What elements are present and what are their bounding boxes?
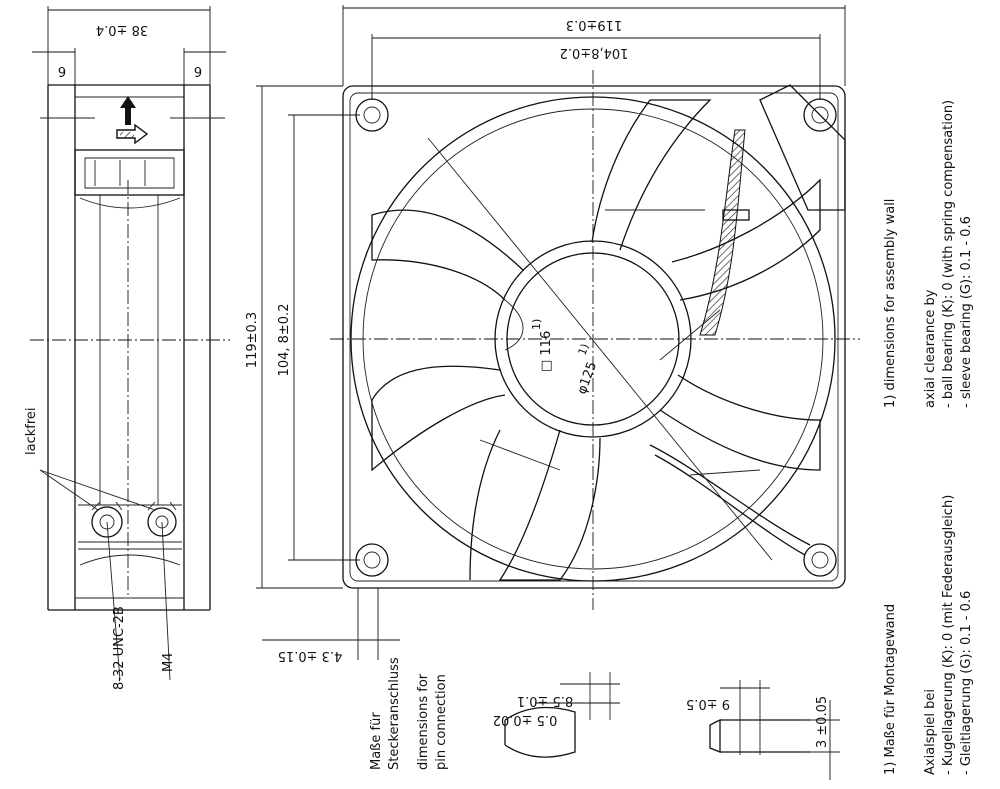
note-en-line-1: 1) dimensions for assembly wall xyxy=(883,199,898,408)
square-note-label: 1) xyxy=(530,319,543,330)
note-de-line-1: 1) Maße für Montagewand xyxy=(883,604,898,775)
overall-height-label: 119±0.3 xyxy=(245,312,260,368)
pin-dim-b-label: 0.5 ±0.02 xyxy=(493,712,558,727)
pin-offset-label: 4.3 ±0.15 xyxy=(278,648,343,663)
fan-frame xyxy=(342,85,846,589)
note-de-line-2: Axialspiel bei xyxy=(923,689,938,775)
lead-cable xyxy=(699,129,746,336)
note-de-line-4: - Gleitlagerung (G): 0.1 - 0.6 xyxy=(959,591,974,775)
diameter-leader xyxy=(427,137,773,561)
pin-dim-a-label: 8.5 ±0.1 xyxy=(517,693,573,708)
pin-label-en-1: dimensions for xyxy=(416,673,431,770)
threaded-insert-left xyxy=(91,501,123,538)
front-view xyxy=(256,5,860,660)
pin-label-en-2: pin connection xyxy=(434,674,449,770)
cable-tie xyxy=(722,209,750,221)
mounting-hole-bottom-left xyxy=(355,543,389,577)
lackfrei-label: lackfrei xyxy=(24,408,39,456)
thread-spec-label: 8-32 UNC-2B xyxy=(112,606,127,690)
metric-thread-label: M4 xyxy=(161,653,176,673)
flange-right-label: 6 xyxy=(194,63,202,78)
hole-spacing-height-label: 104, 8±0.2 xyxy=(277,304,292,377)
diameter-label: φ125 xyxy=(575,360,601,397)
mounting-hole-bottom-right xyxy=(803,543,837,577)
fan-blades xyxy=(371,99,821,581)
diameter-note-label: 1) xyxy=(576,342,592,357)
overall-width-label: 119±0.3 xyxy=(566,17,622,32)
note-en-line-2: axial clearance by xyxy=(923,289,938,408)
note-en-line-3: - ball bearing (K): 0 (with spring compe… xyxy=(941,100,956,408)
pin-terminal-end xyxy=(504,706,576,758)
airflow-arrow-icon xyxy=(120,96,136,125)
side-view xyxy=(30,6,230,681)
depth-dimension-label: 38 ±0.4 xyxy=(96,22,148,37)
cable-outlet xyxy=(759,84,846,211)
pin-dim-c-label: 9 ±0.5 xyxy=(686,696,730,711)
pin-label-de-1: Maße für xyxy=(369,712,384,770)
connector-housing xyxy=(74,149,185,196)
mounting-hole-top-left xyxy=(355,98,389,132)
square-size-label: □ 116 xyxy=(539,331,554,372)
hole-spacing-width-label: 104,8±0.2 xyxy=(560,45,629,60)
note-de-line-3: - Kugellagerung (K): 0 (mit Federausglei… xyxy=(941,495,956,775)
strut xyxy=(649,444,811,546)
note-en-line-4: - sleeve bearing (G): 0.1 - 0.6 xyxy=(959,216,974,408)
threaded-insert-right xyxy=(147,501,177,537)
flange-left-label: 6 xyxy=(58,63,66,78)
pin-label-de-2: Steckeranschluss xyxy=(387,657,402,770)
pin-dim-d-label: 3 ±0.05 xyxy=(815,696,830,748)
pin-detail xyxy=(504,672,840,780)
notes-german: 1) Maße für Montagewand Axialspiel bei -… xyxy=(883,495,974,775)
notes-english: 1) dimensions for assembly wall axial cl… xyxy=(883,100,974,408)
